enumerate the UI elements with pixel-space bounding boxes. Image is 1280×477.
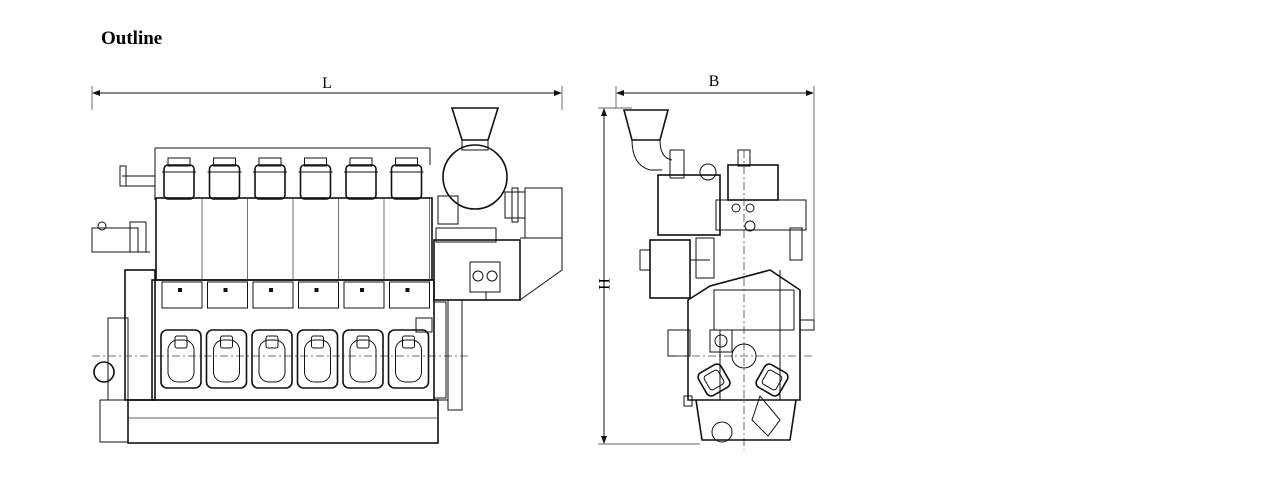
crankcase-door xyxy=(160,329,202,389)
cylinder-cover xyxy=(389,157,430,280)
crankcase-door xyxy=(296,329,339,389)
block-segment xyxy=(298,281,339,309)
cylinder-cover xyxy=(162,157,203,280)
page-title: Outline xyxy=(101,28,163,49)
dimension-width: B xyxy=(615,73,815,320)
block-segment xyxy=(161,281,203,309)
crankcase-door xyxy=(251,329,293,389)
dimension-label-l: L xyxy=(322,75,332,92)
block-segment xyxy=(343,281,385,309)
cylinder-cover xyxy=(207,157,248,280)
block-segment xyxy=(252,281,294,309)
engine-end-view xyxy=(622,109,815,450)
dimension-label-b: B xyxy=(709,73,720,90)
crankcase-door xyxy=(205,329,248,389)
crankcase-door xyxy=(342,329,384,389)
block-segment xyxy=(207,281,248,309)
dimension-length: L xyxy=(91,75,563,110)
dimension-label-h: H xyxy=(595,278,612,290)
crankcase-door xyxy=(387,329,430,389)
cylinder-cover xyxy=(253,157,294,280)
cylinder-cover xyxy=(344,157,385,280)
dimension-height: H xyxy=(595,107,700,445)
cylinder-cover xyxy=(298,157,339,280)
block-segment xyxy=(389,281,430,309)
engine-side-view xyxy=(91,107,563,444)
